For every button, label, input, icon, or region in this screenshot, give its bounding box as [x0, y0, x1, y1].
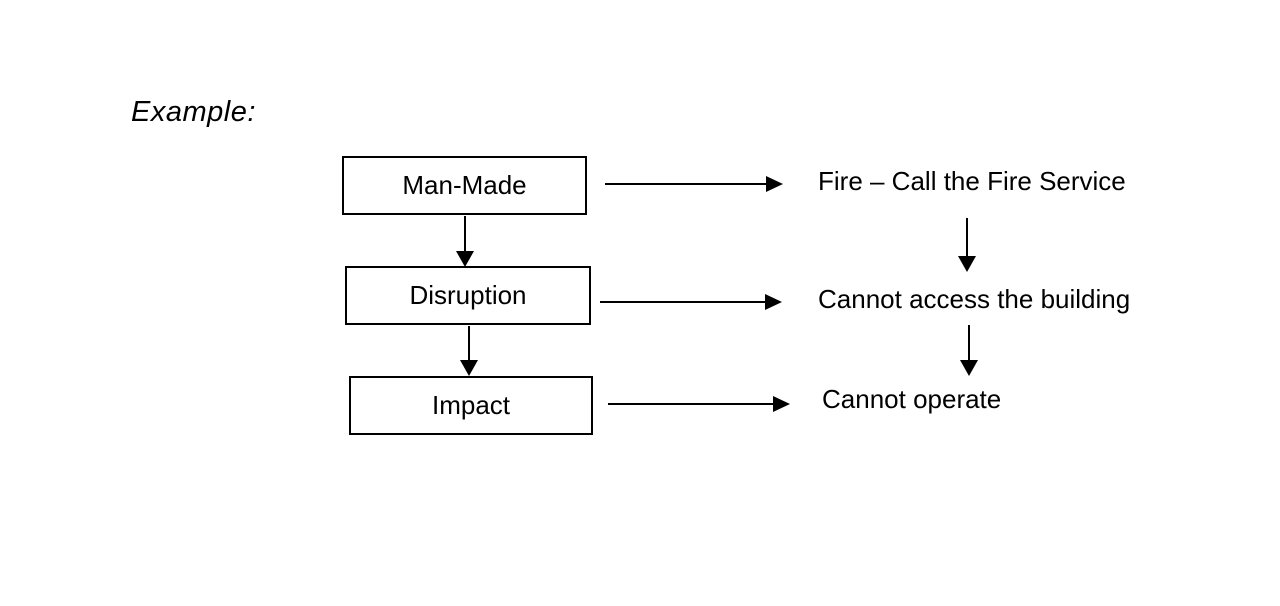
flow-box-disruption-label: Disruption — [409, 280, 527, 310]
flow-box-man-made: Man-Made — [342, 156, 587, 215]
outcome-fire-label: Fire – Call the Fire Service — [818, 166, 1126, 196]
arrow-down-disruption-to-impact-icon — [460, 326, 478, 376]
arrow-down-fire-to-access-icon — [958, 218, 976, 272]
flow-box-disruption: Disruption — [345, 266, 591, 325]
outcome-access-label: Cannot access the building — [818, 284, 1131, 314]
flow-box-impact-label: Impact — [431, 390, 511, 420]
flow-box-impact: Impact — [349, 376, 593, 435]
arrow-right-impact-to-operate-icon — [608, 396, 790, 412]
example-heading: Example: — [131, 96, 256, 128]
arrow-right-disruption-to-access-icon — [600, 294, 782, 310]
arrow-down-man-made-to-disruption-icon — [456, 216, 474, 267]
outcome-operate-label: Cannot operate — [822, 384, 1002, 414]
flow-box-man-made-label: Man-Made — [402, 170, 527, 200]
arrow-down-access-to-operate-icon — [960, 325, 978, 376]
arrow-right-man-made-to-fire-icon — [605, 176, 783, 192]
